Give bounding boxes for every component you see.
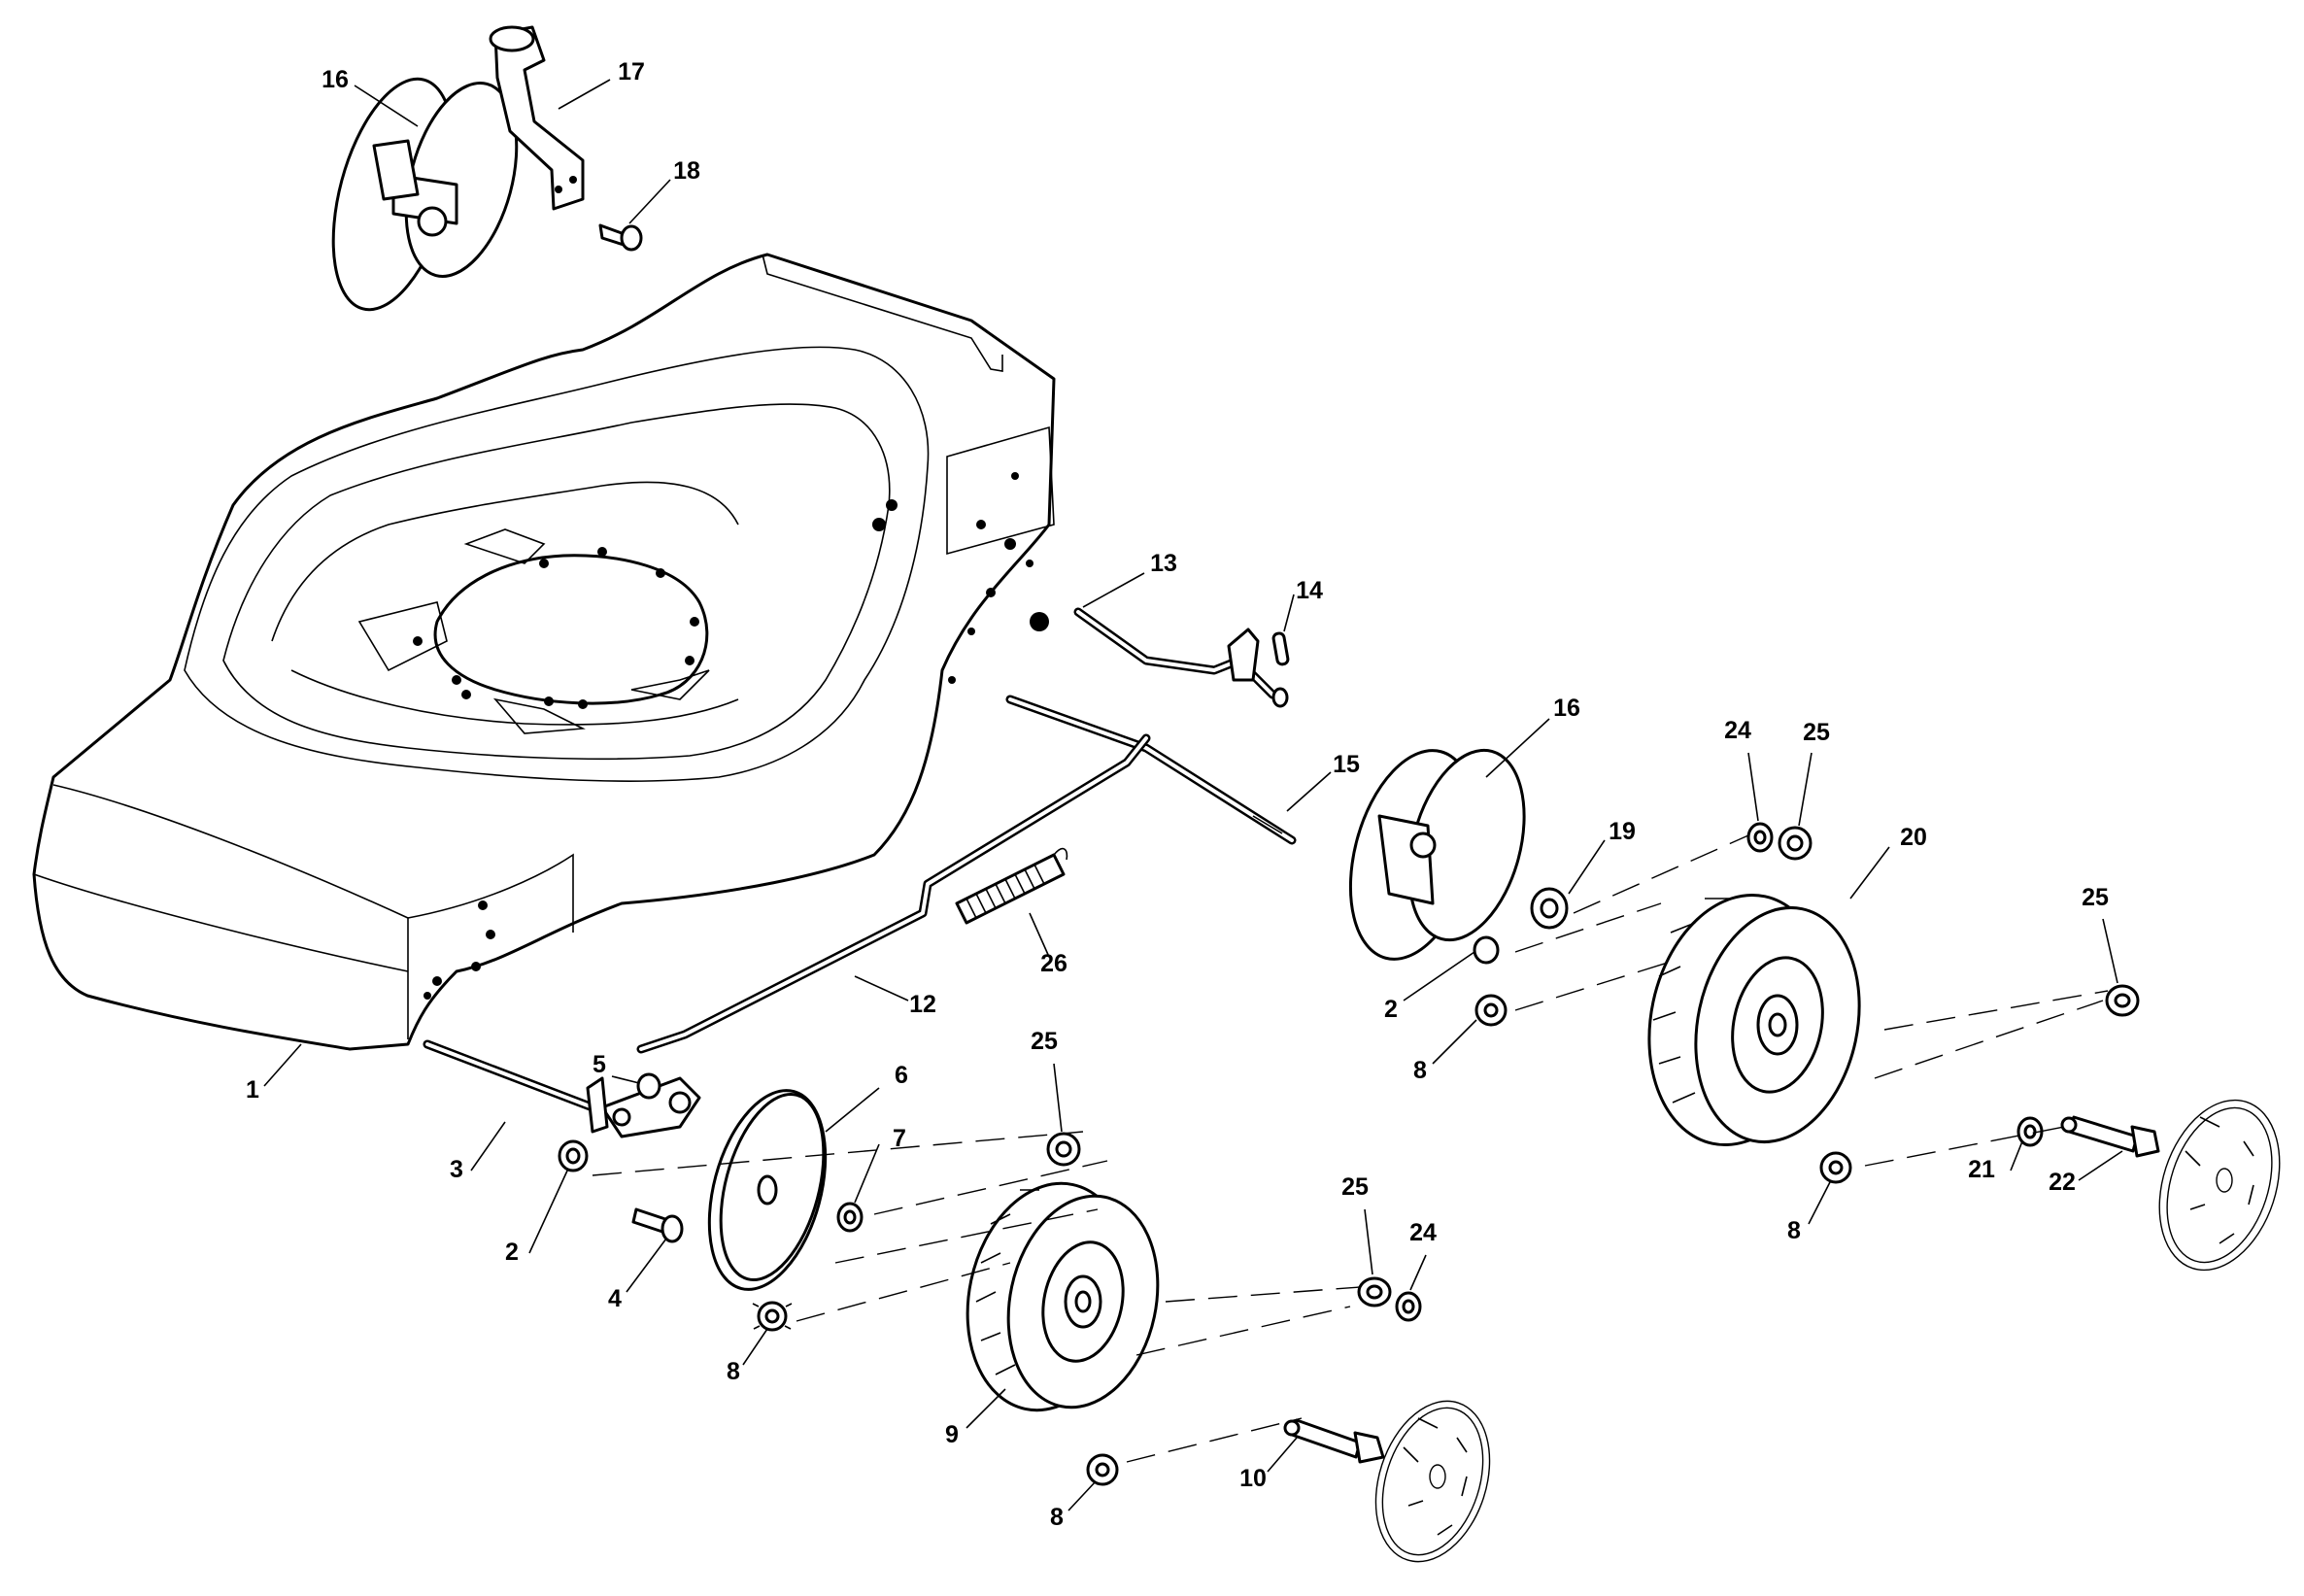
callout-c19: 19 [1609,818,1636,845]
hubcap-rear [2158,1099,2281,1272]
hubcap-front [1374,1400,1491,1563]
gear-8-front [752,1301,793,1332]
rear-wheel-20 [1647,893,1861,1147]
lever-13 [1073,607,1289,708]
spring-26 [955,847,1068,925]
axle-15 [1005,695,1297,845]
washer-7 [836,1202,864,1233]
callout-c20: 20 [1900,824,1927,851]
nut-2-front [558,1139,589,1172]
bearing-25-washer-24 [1357,1276,1422,1322]
callout-c6: 6 [895,1062,908,1089]
callout-c24b: 24 [1409,1219,1437,1246]
bracket-17 [489,25,585,211]
nut-5 [636,1072,661,1100]
rear-flap-16-right [1348,748,1526,961]
front-wheel-9 [966,1181,1160,1412]
callout-c14: 14 [1296,577,1323,604]
bolt-4 [631,1207,684,1243]
callout-c24a: 24 [1724,717,1751,744]
callout-c12: 12 [909,991,936,1018]
link-rod-12 [636,733,1151,1054]
gear-8-bottom [1086,1453,1119,1486]
bushing-19 [1530,887,1569,930]
gear-8-rear-bottom [1819,1151,1852,1184]
bolt-22 [2060,1115,2160,1158]
callout-c16a: 16 [322,66,349,93]
height-bracket [586,1076,701,1138]
pin-14 [1271,631,1290,666]
callout-c10: 10 [1239,1465,1267,1492]
callout-c15: 15 [1333,751,1360,778]
callout-c8c: 8 [727,1358,740,1385]
callout-c16b: 16 [1553,695,1580,722]
callout-c4: 4 [608,1285,622,1312]
callout-c17: 17 [618,58,645,85]
callout-c5: 5 [593,1051,606,1078]
callout-c9: 9 [945,1421,959,1448]
callout-c21: 21 [1968,1156,1995,1183]
callout-c25c: 25 [1031,1028,1058,1055]
leader-lines [263,79,2123,1511]
callout-c18: 18 [673,157,700,185]
callout-c26: 26 [1040,950,1067,977]
callout-c8a: 8 [1413,1057,1427,1084]
bearing-25-front [1046,1132,1081,1167]
callout-c25a: 25 [1803,719,1830,746]
callout-c2a: 2 [1384,996,1398,1023]
nut-2-rear [1473,935,1500,965]
bolt-10 [1283,1418,1385,1464]
front-disc-6 [707,1089,828,1291]
gear-8-rear [1474,994,1508,1027]
bearing-25-rear-far [2105,984,2140,1017]
callout-c2b: 2 [505,1239,519,1266]
assembly-axis-lines [592,834,2109,1463]
front-axle-3 [423,1039,597,1112]
callout-c13: 13 [1150,550,1177,577]
screw-18 [598,223,643,252]
callout-c25b: 25 [2082,884,2109,911]
rear-flap-16 [331,77,519,312]
callout-c7: 7 [893,1125,906,1152]
mower-deck [32,253,1056,1051]
callout-c22: 22 [2049,1169,2076,1196]
callout-c25d: 25 [1341,1173,1369,1201]
washer-24-bearing-25-rear [1746,822,1813,861]
callout-c3: 3 [450,1156,463,1183]
callout-c8d: 8 [1050,1504,1064,1531]
callout-c1: 1 [246,1076,259,1104]
callout-c8b: 8 [1787,1217,1801,1244]
